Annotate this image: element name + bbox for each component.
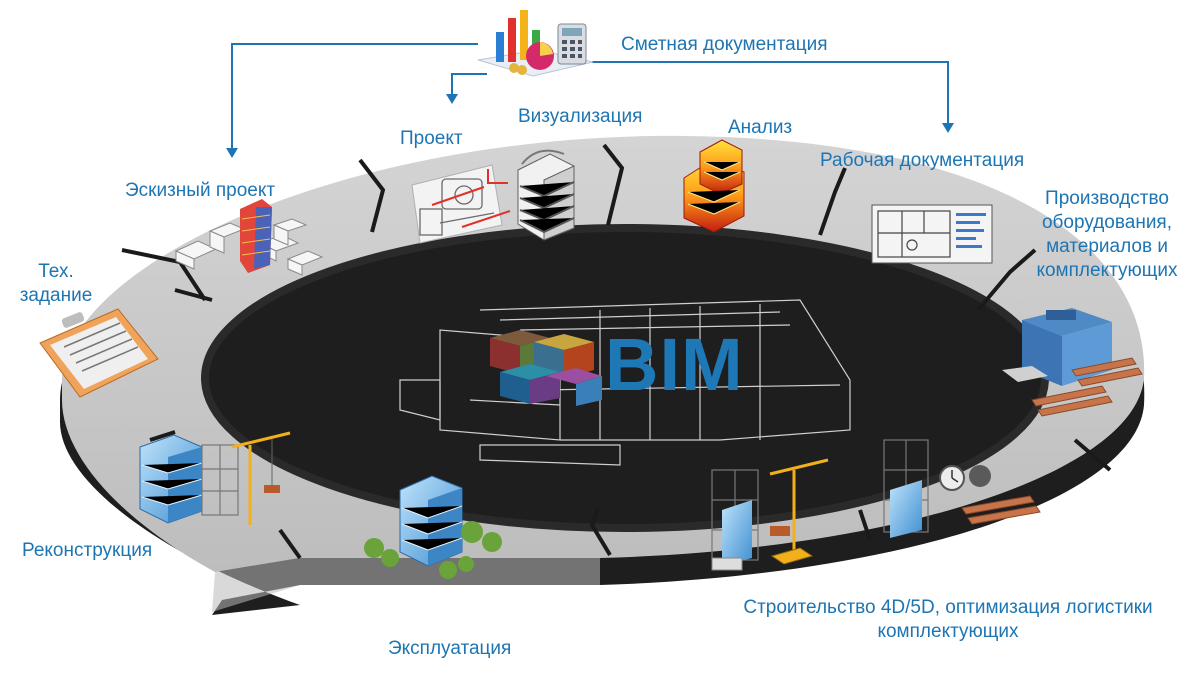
factory-machine-lumber-icon bbox=[1002, 308, 1143, 417]
label-reconstruction: Реконструкция bbox=[22, 540, 153, 561]
connector-arrowheads bbox=[226, 94, 954, 158]
label-operation: Эксплуатация bbox=[388, 638, 512, 659]
ring-tail bbox=[212, 558, 600, 612]
label-sketch: Эскизный проект bbox=[125, 180, 276, 201]
bim-wireframe-building-icon bbox=[399, 299, 851, 466]
construction-site-crane-icon bbox=[711, 439, 1041, 571]
bim-logo-text: BIM bbox=[605, 323, 744, 406]
thermal-analysis-building-icon bbox=[683, 139, 745, 233]
building-model-icon bbox=[517, 149, 575, 241]
label-visualization: Визуализация bbox=[518, 106, 643, 127]
label-construction: Строительство 4D/5D, оптимизация логисти… bbox=[743, 597, 1153, 642]
bim-cube-logo-icon bbox=[490, 330, 602, 406]
label-production: Производство оборудования, материалов и … bbox=[1036, 188, 1178, 281]
blueprint-sketch-icon bbox=[411, 164, 511, 244]
label-project: Проект bbox=[400, 128, 463, 149]
finished-building-trees-icon bbox=[364, 475, 502, 579]
label-estimate-docs: Сметная документация bbox=[621, 34, 828, 55]
financial-charts-calculator-icon bbox=[477, 10, 594, 77]
clipboard-document-icon bbox=[39, 308, 159, 398]
floor-plan-drawing-icon bbox=[871, 204, 993, 264]
label-analysis: Анализ bbox=[728, 117, 793, 138]
massing-model-icon bbox=[174, 199, 324, 276]
label-tech-task: Тех. задание bbox=[19, 261, 93, 306]
building-crane-scaffold-icon bbox=[139, 431, 291, 525]
label-working-docs: Рабочая документация bbox=[820, 150, 1025, 171]
estimate-connectors bbox=[231, 43, 949, 150]
